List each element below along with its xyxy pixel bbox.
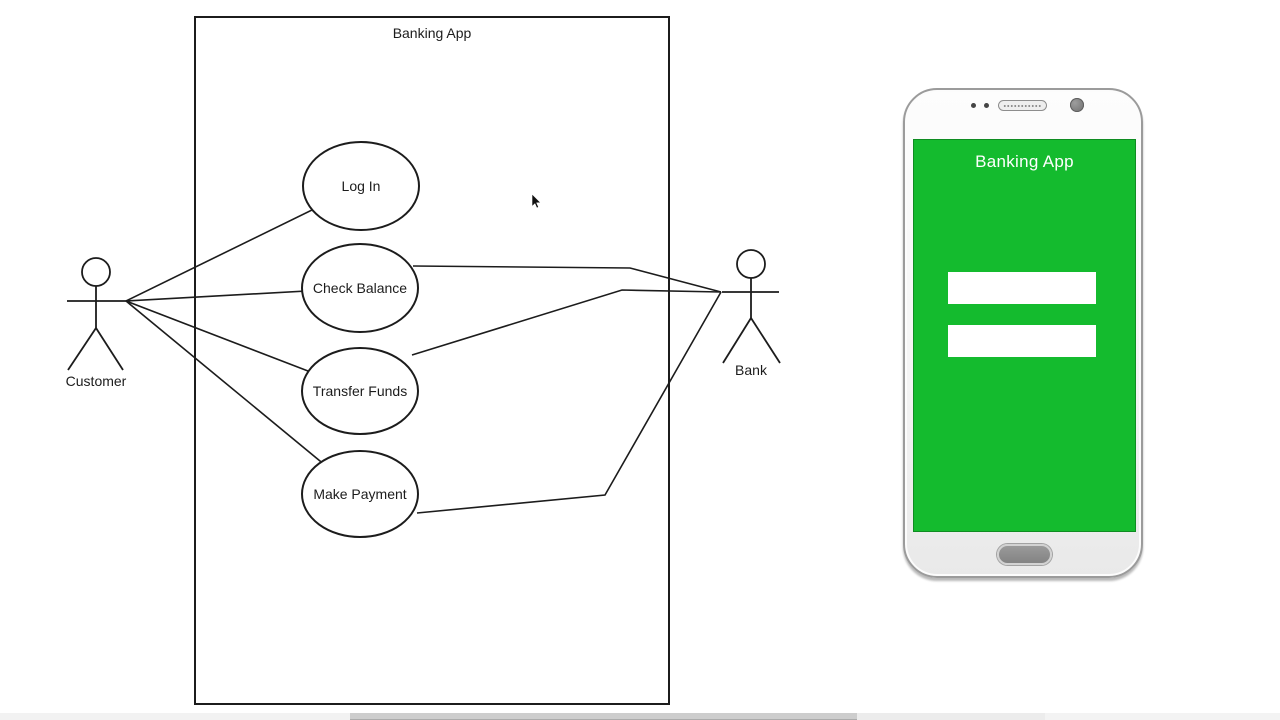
input-field-2 bbox=[948, 325, 1096, 357]
seekbar-segment[interactable] bbox=[1045, 713, 1280, 720]
use-case-make-payment-label: Make Payment bbox=[313, 486, 406, 502]
use-case-transfer-funds-label: Transfer Funds bbox=[313, 383, 407, 399]
phone-illustration: Banking App bbox=[903, 88, 1143, 578]
proximity-sensor-icon bbox=[971, 103, 976, 108]
use-case-check-balance-label: Check Balance bbox=[313, 280, 407, 296]
system-boundary bbox=[194, 16, 670, 705]
input-field-1 bbox=[948, 272, 1096, 304]
home-button bbox=[997, 544, 1052, 565]
mouse-cursor-icon bbox=[531, 193, 542, 209]
use-case-make-payment bbox=[301, 450, 419, 538]
customer-actor-left-leg bbox=[67, 327, 97, 371]
front-camera-icon bbox=[1070, 98, 1084, 112]
phone-app-title: Banking App bbox=[975, 152, 1074, 171]
seekbar-segment[interactable] bbox=[0, 713, 350, 720]
progress-seekbar[interactable] bbox=[0, 713, 1280, 720]
system-title: Banking App bbox=[393, 25, 472, 41]
association-bank-transferfunds bbox=[411, 289, 722, 356]
customer-actor-right-leg bbox=[95, 327, 124, 371]
phone-screen: Banking App bbox=[913, 139, 1136, 532]
use-case-login bbox=[302, 141, 420, 231]
earpiece-speaker-icon bbox=[998, 100, 1047, 111]
customer-actor-label: Customer bbox=[66, 373, 127, 389]
use-cases: Log In Check Balance Transfer Funds Make… bbox=[301, 141, 420, 538]
association-bank-checkbalance bbox=[412, 265, 722, 293]
bank-actor-label: Bank bbox=[735, 362, 768, 378]
association-bank-makepayment bbox=[416, 291, 722, 514]
bank-actor-head bbox=[736, 249, 766, 279]
light-sensor-icon bbox=[984, 103, 989, 108]
bank-actor-figure: Bank bbox=[722, 249, 781, 378]
bank-actor-left-leg bbox=[722, 317, 752, 364]
customer-actor-figure: Customer bbox=[66, 257, 127, 389]
seekbar-segment[interactable] bbox=[350, 713, 857, 720]
customer-actor-head bbox=[81, 257, 111, 287]
use-case-login-label: Log In bbox=[342, 178, 381, 194]
use-case-check-balance bbox=[301, 243, 419, 333]
use-case-transfer-funds bbox=[301, 347, 419, 435]
bank-actor-right-leg bbox=[750, 317, 781, 364]
seekbar-segment[interactable] bbox=[857, 713, 1045, 720]
